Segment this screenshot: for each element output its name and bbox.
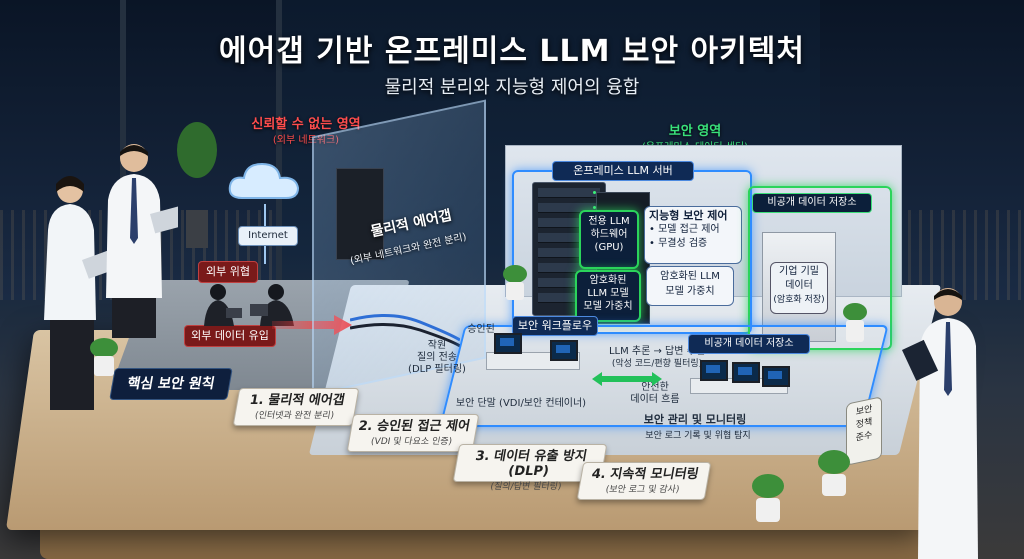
model-line-2: LLM 모델	[577, 287, 639, 300]
safe-flow-line-2: 데이터 흐름	[620, 394, 690, 406]
private-storage-title: 비공개 데이터 저장소	[752, 193, 872, 213]
monitor-1	[494, 333, 522, 354]
monitor-3	[700, 360, 728, 381]
monitor-2	[550, 340, 578, 361]
principle-card-4: 4. 지속적 모니터링 (보안 로그 및 감사)	[577, 462, 712, 500]
control-item-integrity: • 무결성 검증	[649, 237, 737, 251]
monitor-5	[762, 366, 790, 387]
plant-front	[748, 470, 788, 524]
query-line-1: 작원	[402, 340, 472, 352]
encrypted-model-box: 암호화된 LLM 모델 모델 가중치	[575, 270, 641, 322]
dedicated-hardware-box: 전용 LLM 하드웨어 (GPU)	[579, 210, 639, 269]
monitoring-title: 보안 관리 및 모니터링	[620, 414, 770, 426]
principle-4-sub: (보안 로그 및 감사)	[579, 482, 707, 495]
monitor-4	[732, 362, 760, 383]
plant-storage	[840, 300, 870, 344]
hardware-line-2: 하드웨어	[581, 228, 637, 241]
storage-line-2: 데이터	[771, 279, 827, 293]
principles-heading: 핵심 보안 원칙	[109, 368, 233, 400]
external-threat-label: 외부 위협	[198, 261, 258, 283]
secure-terminal-label: 보안 단말 (VDI/보안 컨테이너)	[446, 398, 596, 410]
weights-line-2: 모델 가중치	[647, 284, 733, 299]
storage-line-1: 기업 기밀	[771, 265, 827, 279]
model-line-1: 암호화된	[577, 274, 639, 287]
principle-1-sub: (인터넷과 완전 분리)	[235, 408, 355, 421]
principle-2-sub: (VDI 및 다요소 인증)	[349, 434, 475, 447]
page-title: 에어갭 기반 온프레미스 LLM 보안 아키텍처	[0, 26, 1024, 70]
external-data-inflow-label: 외부 데이터 유입	[184, 325, 276, 347]
principle-2-title: 2. 승인된 접근 제어	[351, 415, 478, 434]
internet-label: Internet	[238, 226, 298, 246]
confidential-data-label: 기업 기밀 데이터 (암호화 저장)	[770, 262, 828, 314]
person-man-with-tablet	[98, 138, 178, 338]
query-line-2: 질의 전송	[402, 352, 472, 364]
person-man-right	[898, 280, 988, 559]
page-subtitle: 물리적 분리와 지능형 제어의 융합	[0, 73, 1024, 99]
hardware-line-1: 전용 LLM	[581, 215, 637, 228]
model-line-3: 모델 가중치	[577, 300, 639, 313]
principle-4-title: 4. 지속적 모니터링	[581, 463, 710, 482]
secure-zone-title: 보안 영역	[610, 120, 780, 139]
weights-line-1: 암호화된 LLM	[647, 269, 733, 284]
hardware-line-3: (GPU)	[581, 241, 637, 254]
storage-line-3: (암호화 저장)	[771, 293, 827, 307]
principle-card-1: 1. 물리적 에어갭 (인터넷과 완전 분리)	[233, 388, 360, 426]
cloud-icon	[226, 158, 302, 204]
workflow-title: 보안 워크플로우	[512, 316, 598, 336]
plant-front-right	[814, 446, 854, 498]
plant-left	[86, 334, 122, 378]
private-storage-bottom-label: 비공개 데이터 저장소	[688, 334, 810, 354]
plant-server-room	[500, 262, 530, 302]
encrypted-weights-panel: 암호화된 LLM 모델 가중치	[646, 266, 734, 306]
intelligent-control-title: 지능형 보안 제어	[649, 209, 737, 223]
query-line-3: (DLP 필터링)	[402, 364, 472, 376]
llm-server-title: 온프레미스 LLM 서버	[552, 161, 694, 181]
intelligent-control-panel: 지능형 보안 제어 • 모델 접근 제어 • 무결성 검증	[644, 206, 742, 264]
bidirectional-arrow-icon	[592, 372, 662, 386]
control-item-access: • 모델 접근 제어	[649, 223, 737, 237]
query-flow-label: 작원 질의 전송 (DLP 필터링)	[402, 340, 472, 376]
plant-tall-background	[172, 120, 222, 250]
principle-1-title: 1. 물리적 에어갭	[237, 389, 358, 408]
monitoring-subtitle: 보안 로그 기록 및 위협 탐지	[618, 430, 778, 442]
